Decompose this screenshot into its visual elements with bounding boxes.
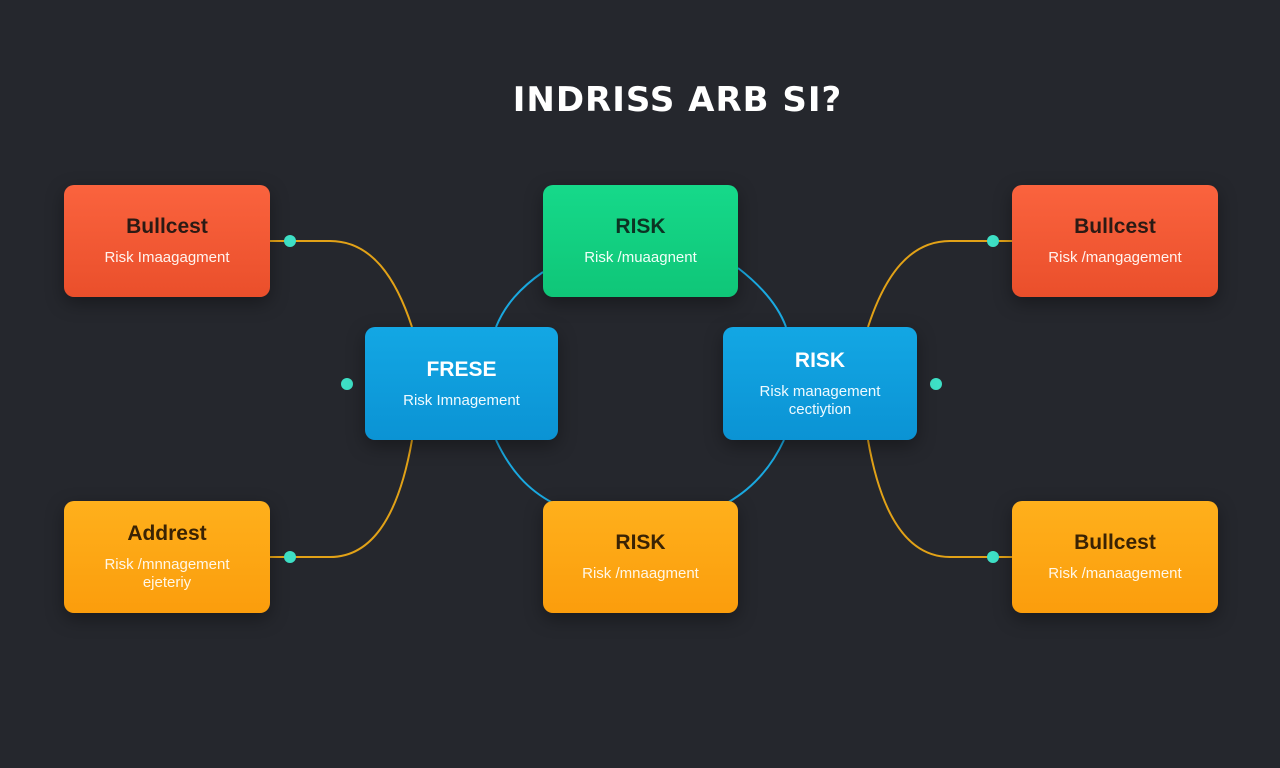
node-bottom-left[interactable]: Addrest Risk /mnnagement ejeteriy	[64, 501, 270, 613]
node-top-center[interactable]: RISK Risk /muaagnent	[543, 185, 738, 297]
node-text: Risk /mnaagment	[582, 565, 699, 582]
connector-ring-bottom-right	[726, 439, 785, 504]
node-top-left[interactable]: Bullcest Risk Imaagagment	[64, 185, 270, 297]
node-heading: RISK	[794, 348, 846, 372]
node-text: Risk management	[759, 382, 881, 400]
node-text: Risk /manaagement	[1048, 565, 1182, 582]
connector-dot	[284, 235, 296, 247]
node-heading: Bullcest	[1074, 215, 1156, 238]
node-bottom-center[interactable]: RISK Risk /mnaagment	[543, 501, 738, 613]
connector-ring-top-right	[737, 267, 787, 328]
connector-dot	[987, 235, 999, 247]
connector-bottom-left	[270, 439, 413, 558]
node-mid-left[interactable]: FRESE Risk Imnagement	[365, 327, 558, 440]
node-text-line2: cectiytion	[788, 400, 852, 418]
connector-dot	[987, 551, 999, 563]
node-top-right[interactable]: Bullcest Risk /mangagement	[1012, 185, 1218, 297]
node-bottom-right[interactable]: Bullcest Risk /manaagement	[1012, 501, 1218, 613]
connector-dot	[930, 378, 942, 390]
node-text: Risk /mnnagement	[104, 556, 230, 573]
connector-dot	[284, 551, 296, 563]
node-heading: Addrest	[127, 522, 207, 545]
diagram-title: INDRISS ARB SI?	[512, 80, 843, 120]
connector-ring-bottom-left	[495, 439, 554, 504]
node-text-line2: ejeteriy	[142, 574, 192, 591]
connector-top-left	[270, 240, 413, 328]
node-heading: RISK	[615, 531, 666, 554]
connector-dot	[341, 378, 353, 390]
node-heading: FRESE	[426, 357, 497, 381]
connector-top-right	[867, 240, 1012, 328]
connector-bottom-right	[867, 439, 1012, 558]
node-text: Risk /muaagnent	[584, 249, 697, 266]
node-text: Risk /mangagement	[1048, 249, 1182, 266]
node-text: Risk Imnagement	[403, 391, 520, 409]
node-heading: Bullcest	[1074, 531, 1156, 554]
connector-ring-top-left	[495, 271, 544, 328]
node-heading: RISK	[615, 215, 666, 238]
node-heading: Bullcest	[126, 215, 208, 238]
node-mid-right[interactable]: RISK Risk management cectiytion	[723, 327, 917, 440]
node-text: Risk Imaagagment	[104, 249, 230, 266]
